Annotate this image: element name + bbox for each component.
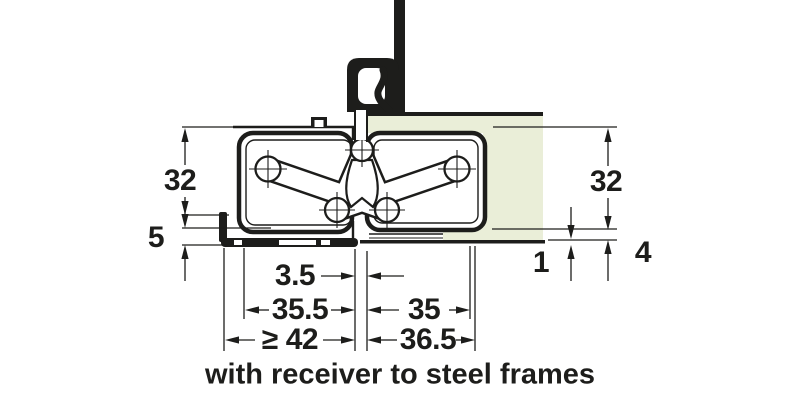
pivot-stem	[351, 110, 368, 240]
dimension-arrowheads	[181, 128, 612, 344]
door-leaf	[219, 0, 405, 247]
dimension-label-receiver-36-5: 36.5	[399, 323, 457, 356]
pivot-circle-left-icon	[249, 150, 287, 188]
diagram-caption: with receiver to steel frames	[204, 358, 596, 391]
pivot-circle-center-right-icon	[369, 192, 405, 228]
dimension-label-door-35-5: 35.5	[271, 293, 329, 326]
dimension-label-gap-1: 1	[532, 246, 550, 279]
seal-profile	[347, 58, 399, 114]
dimension-label-left-5: 5	[147, 221, 165, 254]
pivot-axis-icons	[249, 133, 476, 228]
dimension-label-rebate-3-5: 3.5	[274, 259, 316, 292]
dimension-label-right-4: 4	[634, 236, 652, 269]
pivot-circle-right-icon	[438, 150, 476, 188]
steel-frame-edges	[360, 112, 545, 244]
pivot-circle-center-left-icon	[319, 192, 355, 228]
dimension-label-frame-35: 35	[407, 293, 441, 326]
dimension-label-right-32: 32	[589, 165, 623, 198]
dimension-label-left-32: 32	[163, 164, 197, 197]
dimension-label-min-42: ≥ 42	[261, 323, 319, 356]
